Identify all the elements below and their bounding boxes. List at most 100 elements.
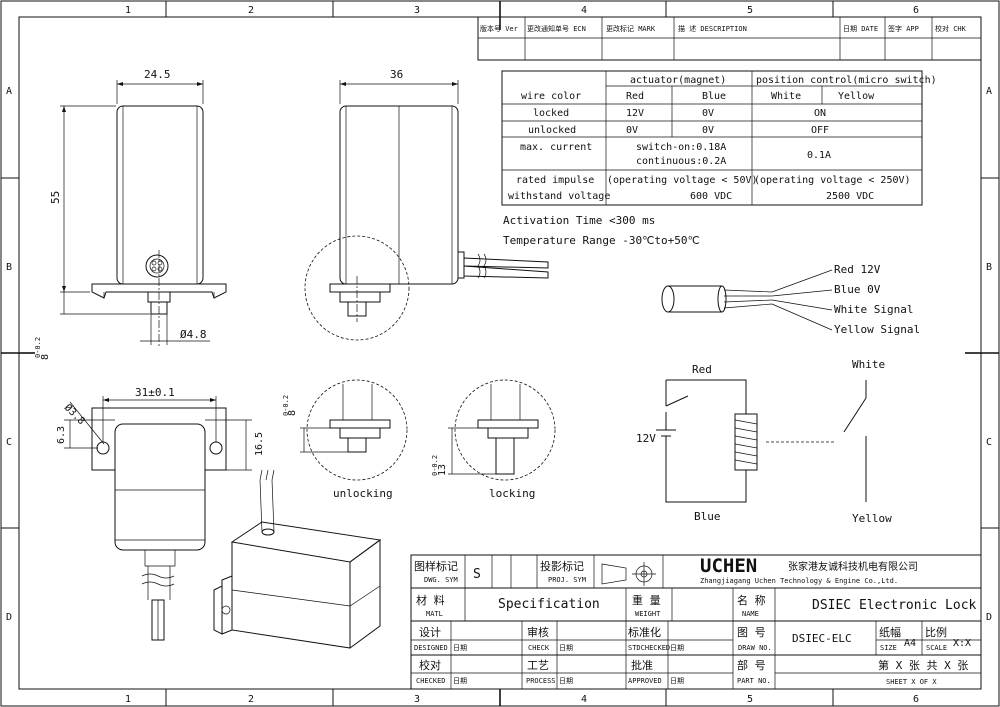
unlocking-label: unlocking <box>333 487 393 500</box>
row-label: C <box>6 437 12 448</box>
wire-diagram: Red 12V Blue 0V White Signal Yellow Sign… <box>661 263 920 336</box>
row-label: B <box>6 262 12 273</box>
process-en: PROCESS <box>526 677 556 685</box>
name-cn: 名 称 <box>737 593 766 607</box>
row-labels-left: A B C D <box>6 86 12 623</box>
circuit-yellow-label: Yellow <box>852 512 892 525</box>
circuit-voltage-label: 12V <box>636 432 656 445</box>
cell-unlocked-red: 0V <box>626 125 638 136</box>
sheet-en: SHEET X OF X <box>886 678 937 686</box>
cell-continuous-current: continuous:0.2A <box>636 156 726 167</box>
row-labels-right: A B C D <box>986 86 992 623</box>
dim-flange-width: 31±0.1 <box>135 386 175 399</box>
size-en: SIZE <box>880 644 897 652</box>
circuit-white-label: White <box>852 358 885 371</box>
rev-desc-header: 描 述 DESCRIPTION <box>678 24 747 33</box>
name-en: NAME <box>742 610 759 618</box>
dim-lock: 13 <box>437 464 448 476</box>
weight-cn: 重 量 <box>632 593 661 607</box>
approved-date: 日期 <box>670 677 684 685</box>
temperature-note: Temperature Range -30℃to+50℃ <box>503 234 700 247</box>
wire-white-label: White Signal <box>834 303 913 316</box>
col-label: 3 <box>414 694 420 705</box>
row-label-locked: locked <box>533 108 569 119</box>
sheet-cn: 第 X 张 共 X 张 <box>878 658 968 672</box>
company-name-cn: 张家港友诚科技机电有限公司 <box>788 560 918 573</box>
check-en: CHECK <box>528 644 550 652</box>
company-name-en: Zhangjiagang Uchen Technology & Engine C… <box>700 577 898 585</box>
locking-label: locking <box>489 487 535 500</box>
cell-locked-red: 12V <box>626 108 644 119</box>
dim-unlock-tol: 0-0.2 <box>282 395 290 416</box>
cell-locked-blue: 0V <box>702 108 714 119</box>
cell-locked-switch: ON <box>814 108 826 119</box>
matl-cn: 材 料 <box>416 593 445 607</box>
rev-mark-header: 更改标记 MARK <box>606 24 656 33</box>
screw-circle <box>145 254 169 278</box>
col-label: 5 <box>747 694 753 705</box>
dwg-sym-cn: 图样标记 <box>414 559 458 573</box>
circuit-blue-label: Blue <box>694 510 721 523</box>
cell-blue: Blue <box>702 91 726 102</box>
row-label: A <box>986 86 992 97</box>
dim-hole-offset: 6.3 <box>56 426 67 444</box>
weight-en: WEIGHT <box>635 610 661 618</box>
cell-yellow: Yellow <box>838 91 875 102</box>
title-block: 图样标记 DWG. SYM S 投影标记 PROJ. SYM UCHEN 张家港… <box>410 554 982 690</box>
approved-cn: 批准 <box>631 658 653 672</box>
wire-red-label: Red 12V <box>834 263 881 276</box>
circuit-diagram: Red 12V Blue White Yellow <box>636 358 892 525</box>
rev-app-header: 签字 APP <box>888 24 919 33</box>
cell-impulse-right-value: 2500 VDC <box>826 191 874 202</box>
dwg-sym-en: DWG. SYM <box>424 576 458 584</box>
drawno-en: DRAW NO. <box>738 644 772 652</box>
dwg-sym-value: S <box>473 567 481 582</box>
col-label: 6 <box>913 5 919 16</box>
checked-date: 日期 <box>453 677 467 685</box>
projection-symbol <box>601 562 656 586</box>
col-label: 1 <box>125 5 131 16</box>
designed-cn: 设计 <box>419 626 441 639</box>
drawno-value: DSIEC-ELC <box>792 632 852 645</box>
circuit-red-label: Red <box>692 363 712 376</box>
wire-blue-label: Blue 0V <box>834 283 881 296</box>
dim-pin-dia: Ø4.8 <box>180 328 207 341</box>
row-label: D <box>6 612 12 623</box>
check-date: 日期 <box>559 644 573 652</box>
size-cn: 纸幅 <box>879 626 901 639</box>
stdchecked-date: 日期 <box>670 644 684 652</box>
row-label-unlocked: unlocked <box>528 125 576 136</box>
stdchecked-cn: 标准化 <box>628 625 661 639</box>
cell-switch-current: 0.1A <box>807 150 831 161</box>
dim-lock-tol: 0-0.2 <box>431 455 439 476</box>
flange-view: 31±0.1 Ø3.8 6.3 16.5 <box>56 386 265 641</box>
position-header: position control(micro switch) <box>756 75 937 86</box>
check-cn: 审核 <box>527 625 549 639</box>
col-label: 3 <box>414 5 420 16</box>
approved-en: APPROVED <box>628 677 662 685</box>
size-value: A4 <box>904 638 916 649</box>
col-label: 5 <box>747 5 753 16</box>
dim-flange-height: 16.5 <box>254 432 265 456</box>
col-label: 2 <box>248 694 254 705</box>
rev-ecn-header: 更改通知单号 ECN <box>527 24 586 33</box>
name-value: DSIEC Electronic Lock <box>812 598 977 613</box>
activation-note: Activation Time <300 ms <box>503 214 655 227</box>
column-labels-bottom: 1 2 3 4 5 6 <box>125 694 919 705</box>
revision-table: 版本号 Ver 更改通知单号 ECN 更改标记 MARK 描 述 DESCRIP… <box>477 16 982 61</box>
cell-white: White <box>771 91 801 102</box>
partno-en: PART NO. <box>737 677 771 685</box>
row-label-withstand-voltage: withstand voltage <box>508 191 610 202</box>
stdchecked-en: STDCHECKED <box>628 644 670 652</box>
mount-hole-left <box>96 441 110 455</box>
col-label: 4 <box>581 5 587 16</box>
row-label-wire-color: wire color <box>521 91 581 102</box>
dim-front-height: 55 <box>49 191 62 204</box>
wire-yellow-label: Yellow Signal <box>834 323 920 336</box>
row-label-rated-impulse: rated impulse <box>516 175 594 186</box>
matl-en: MATL <box>426 610 443 618</box>
checked-en: CHECKED <box>416 677 446 685</box>
rev-chk-header: 校对 CHK <box>935 24 967 33</box>
cell-red: Red <box>626 91 644 102</box>
